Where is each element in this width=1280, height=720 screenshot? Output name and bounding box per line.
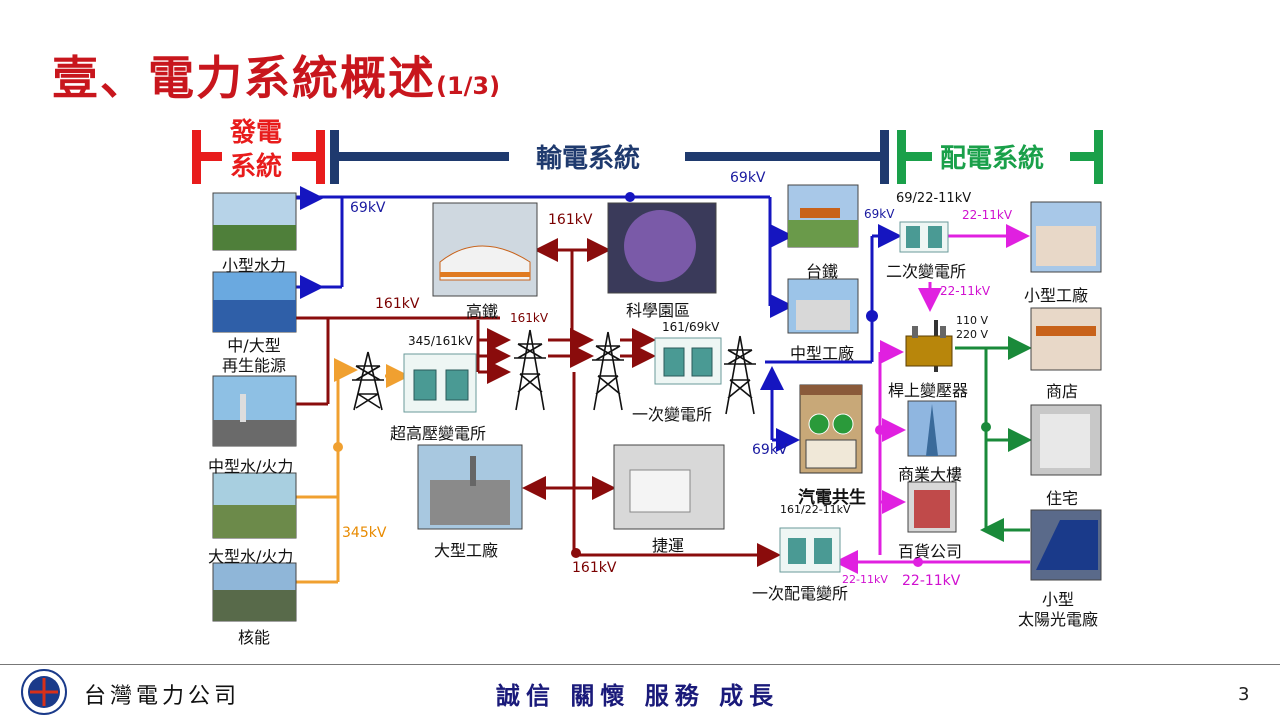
label-ehv-substation: 超高壓變電所 [390,424,487,443]
voltage-label: 161kV [572,560,617,576]
label-nuclear: 核能 [238,628,271,647]
label-small-hydro: 小型水力 [222,256,287,275]
voltage-label: 22-11kV [842,573,888,586]
voltage-label: 69kV [730,170,766,186]
label-primary-distribution-substation: 一次配電變所 [752,584,849,603]
tower-icon [724,335,756,415]
voltage-label: 69kV [350,200,386,216]
distribution-section-bar [897,130,1103,184]
footer-divider [0,664,1280,665]
page-number: 3 [1238,684,1250,705]
label-large-thermal: 大型水/火力 [208,547,294,566]
darkred-161kv-lines [296,238,781,567]
cogeneration-plant-icon [799,384,863,474]
pole-transformer-icon [905,320,953,372]
photo-small-factory [1030,201,1102,273]
voltage-label: 161/22-11kV [780,503,851,516]
voltage-label: 345/161kV [408,334,474,348]
photo-renewables [212,271,297,333]
voltage-label: 69/22-11kV [896,191,972,206]
primary-distribution-substation-icon [779,527,841,573]
label-primary-substation: 一次變電所 [632,405,713,424]
section-transmission-label: 輸電系統 [536,144,641,174]
photo-shop [1030,307,1102,371]
voltage-label: 345kV [342,525,387,541]
taipower-logo-icon [21,669,67,715]
photo-hsr [432,202,538,297]
primary-substation-icon [654,337,722,385]
label-small-factory: 小型工廠 [1024,286,1089,305]
voltage-label: 220 V [956,328,989,341]
photo-small-solar [1030,509,1102,581]
ehv-substation-icon [403,353,477,413]
page-title: 壹、電力系統概述(1/3) [52,42,500,108]
company-slogan: 誠信 關懷 服務 成長 [496,681,780,710]
voltage-label: 69kV [864,207,895,221]
green-lv-lines [955,336,1032,542]
label-large-factory: 大型工廠 [434,541,499,560]
label-renewables: 中/大型 再生能源 [222,336,287,375]
tower-icon [514,329,546,411]
title-sub: (1/3) [436,72,501,100]
magenta-22-11kv-lines [834,224,1030,574]
photo-medium-factory [787,278,859,334]
generation-section-bar [192,130,325,184]
label-cogeneration: 汽電共生 [798,488,866,508]
photo-commercial-building [907,400,957,457]
photo-large-factory [417,444,523,530]
label-secondary-substation: 二次變電所 [886,262,967,281]
voltage-label: 161kV [548,212,593,228]
secondary-substation-icon [899,221,949,253]
photo-large-thermal [212,472,297,539]
transmission-section-bar [330,130,889,184]
label-pole-transformer: 桿上變壓器 [888,381,969,400]
voltage-label: 69kV [752,442,788,458]
label-commercial-building: 商業大樓 [898,465,963,484]
voltage-label: 161kV [375,296,420,312]
photo-small-hydro [212,192,297,251]
label-shop: 商店 [1046,382,1079,401]
section-distribution-label: 配電系統 [940,144,1045,174]
photo-nuclear [212,562,297,622]
photo-department-store [907,481,957,533]
photo-science-park [607,202,717,294]
tower-icon [592,331,624,411]
label-residence: 住宅 [1046,489,1079,508]
label-hsr: 高鐵 [466,302,499,321]
photo-residence [1030,404,1102,476]
tower-icon [352,351,384,411]
voltage-label: 161kV [510,311,549,325]
label-mrt: 捷運 [652,536,685,555]
label-science-park: 科學園區 [626,301,691,320]
orange-345kv-lines [296,358,410,584]
section-generation-label: 發電 系統 [230,118,283,182]
label-mid-thermal: 中型水/火力 [208,457,294,476]
blue-69kv-lines [296,186,902,452]
voltage-label: 110 V [956,314,989,327]
photo-mid-thermal [212,375,297,447]
photo-mrt [613,444,725,530]
voltage-label: 161/69kV [662,320,720,334]
company-name: 台灣電力公司 [84,684,241,709]
voltage-label: 22-11kV [940,284,991,298]
label-department-store: 百貨公司 [898,542,963,561]
title-main: 壹、電力系統概述 [52,51,436,105]
label-medium-factory: 中型工廠 [790,344,855,363]
photo-tra [787,184,859,248]
voltage-label: 22-11kV [962,208,1013,222]
label-small-solar: 小型 太陽光電廠 [1018,590,1099,629]
voltage-label: 22-11kV [902,573,961,589]
label-tra: 台鐵 [806,262,839,281]
